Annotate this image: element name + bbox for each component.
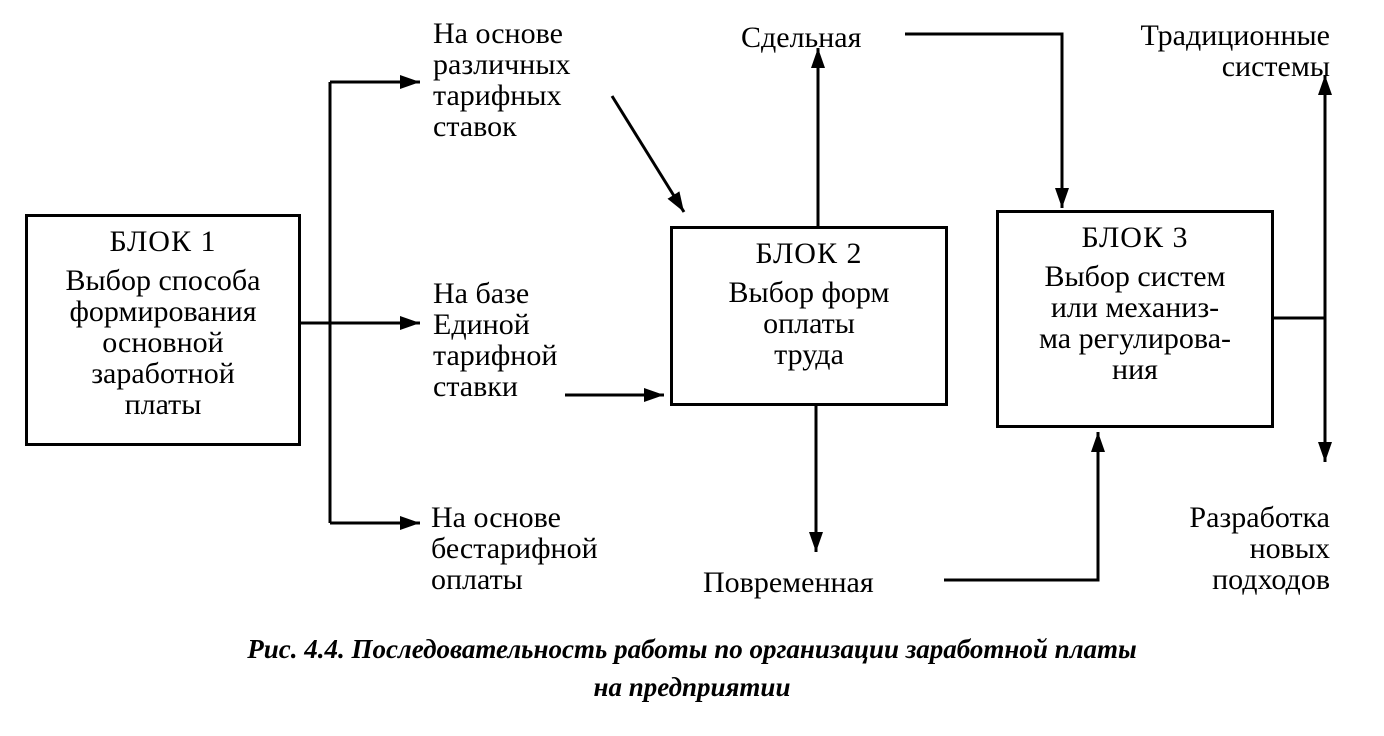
arrow-time-to-block3 (944, 432, 1105, 582)
block-3: БЛОК 3 Выбор систем или механиз- ма регу… (996, 210, 1274, 428)
label-piece: Сдельная (741, 21, 862, 54)
arrow-piece-to-block3 (905, 32, 1069, 208)
block-2: БЛОК 2 Выбор форм оплаты труда (670, 226, 948, 406)
arrow-tariff-rates-to-block2 (610, 95, 686, 213)
label-traditional: Традиционные системы (1140, 19, 1330, 83)
block-2-text: Выбор форм оплаты труда (728, 276, 890, 371)
block-3-title: БЛОК 3 (1081, 221, 1189, 254)
block-1: БЛОК 1 Выбор способа формирования основн… (25, 214, 301, 446)
label-new-approaches: Разработка новых подходов (1189, 501, 1330, 596)
label-unified-rate: На базе Единой тарифной ставки (433, 277, 558, 403)
figure-caption: Рис. 4.4. Последовательность работы по о… (247, 634, 1137, 702)
label-non-tariff: На основе бестарифной оплаты (431, 501, 598, 596)
label-time: Повременная (703, 566, 874, 599)
block-1-title: БЛОК 1 (109, 225, 217, 258)
block-2-title: БЛОК 2 (755, 237, 863, 270)
label-tariff-rates: На основе различных тарифных ставок (433, 17, 571, 143)
block-1-text: Выбор способа формирования основной зара… (65, 264, 261, 421)
block-3-text: Выбор систем или механиз- ма регулирова-… (1039, 260, 1231, 386)
